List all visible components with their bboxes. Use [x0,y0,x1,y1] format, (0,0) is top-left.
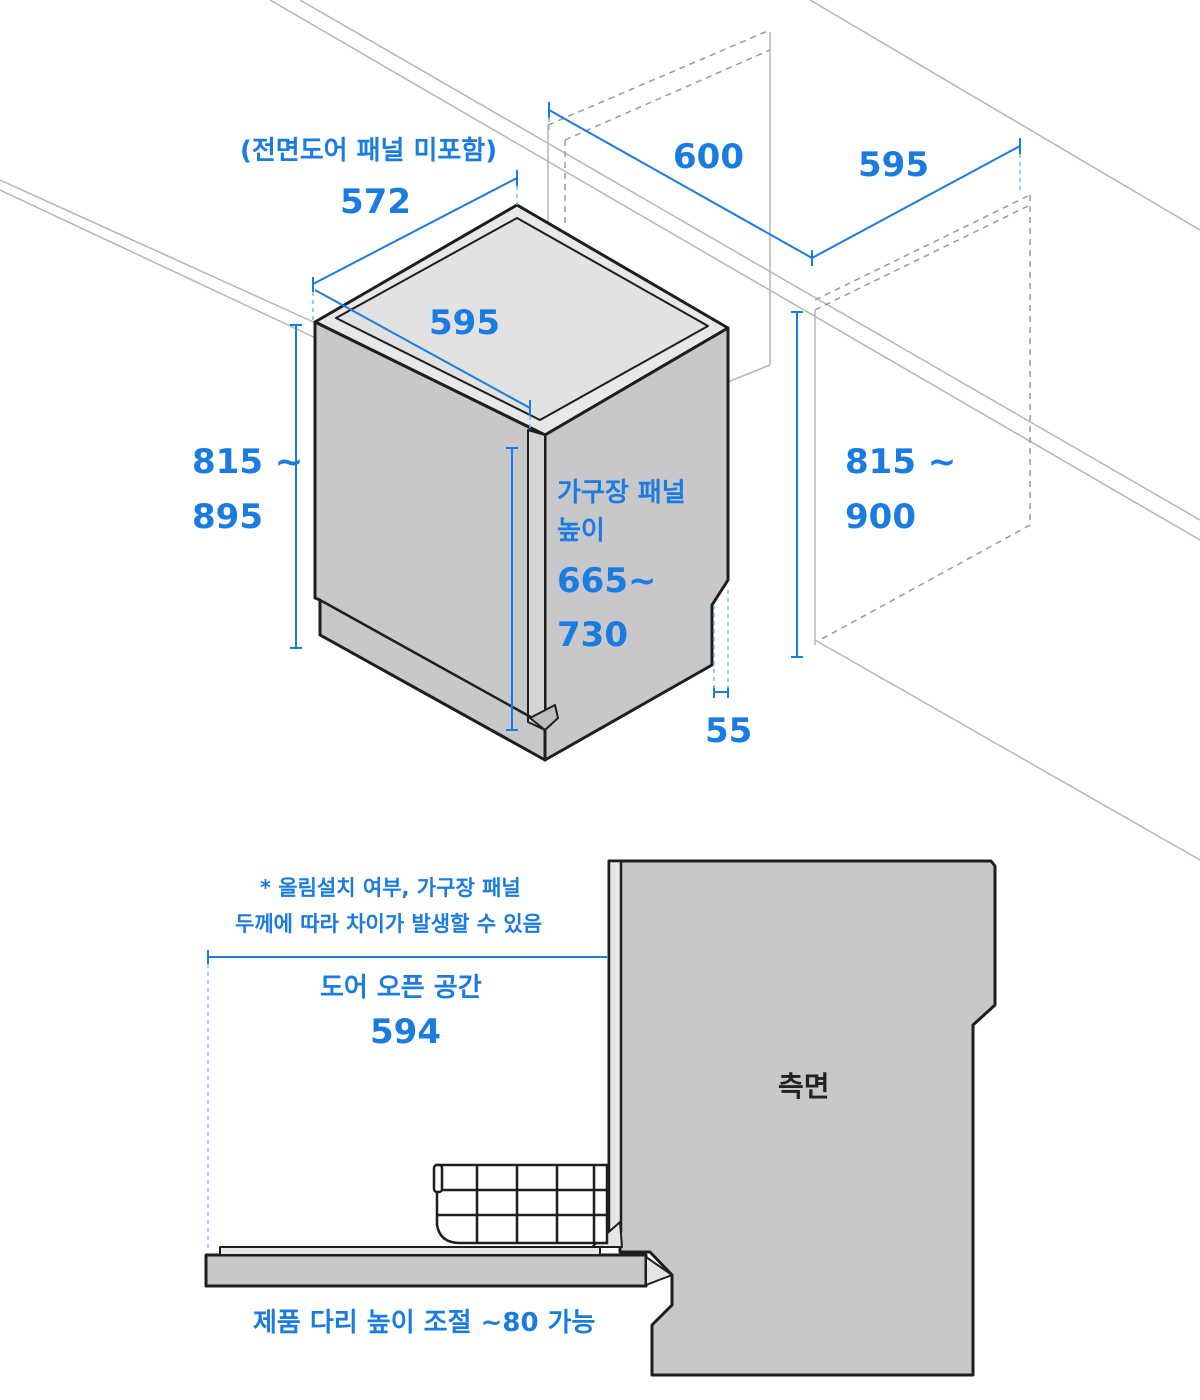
door-open-space-value: 594 [370,1012,441,1052]
side-body [607,859,997,1377]
side-front-panel [607,859,623,1234]
front-door-note: (전면도어 패널 미포함) [240,136,498,166]
install-note-line-2: 두께에 따라 차이가 발생할 수 있음 [235,912,543,936]
dimension-extension-dashes [312,118,1021,688]
body-width-label: 595 [429,303,500,343]
panel-height-range-2: 730 [557,615,628,655]
niche-dashed-outline [547,29,1031,641]
niche-height-label-2: 900 [845,497,916,537]
door-hinge [645,1256,673,1286]
niche-depth-label: 600 [673,137,744,177]
side-view [204,859,997,1377]
cabinet-guide-lines [0,0,1200,861]
door-panel-strip [527,429,546,731]
open-door [204,1253,648,1288]
body-foot [529,704,559,731]
door-inner-lip [219,1246,601,1256]
door-open-space-label: 도어 오픈 공간 [320,973,482,1003]
body-height-label-2: 895 [192,497,263,537]
plinth-label: 55 [705,711,753,751]
body-top-inset [335,217,709,421]
body-depth-label: 572 [340,182,411,222]
leg-adjust-note: 제품 다리 높이 조절 ~80 가능 [253,1308,596,1338]
panel-height-title-1: 가구장 패널 [557,478,686,508]
door-open-dimension [207,950,607,964]
dishwasher-body [313,203,730,762]
body-height-label-1: 815 ~ [192,442,304,482]
niche-width-label: 595 [858,145,929,185]
body-side-face [543,326,730,762]
rack-basket [432,1163,609,1245]
side-view-label: 측면 [778,1070,830,1103]
niche-height-label-1: 815 ~ [845,442,957,482]
dimension-lines-top [290,102,1021,731]
panel-height-range-1: 665~ [557,561,657,601]
panel-height-title-2: 높이 [557,516,605,546]
install-note-line-1: * 올림설치 여부, 가구장 패널 [260,876,521,900]
